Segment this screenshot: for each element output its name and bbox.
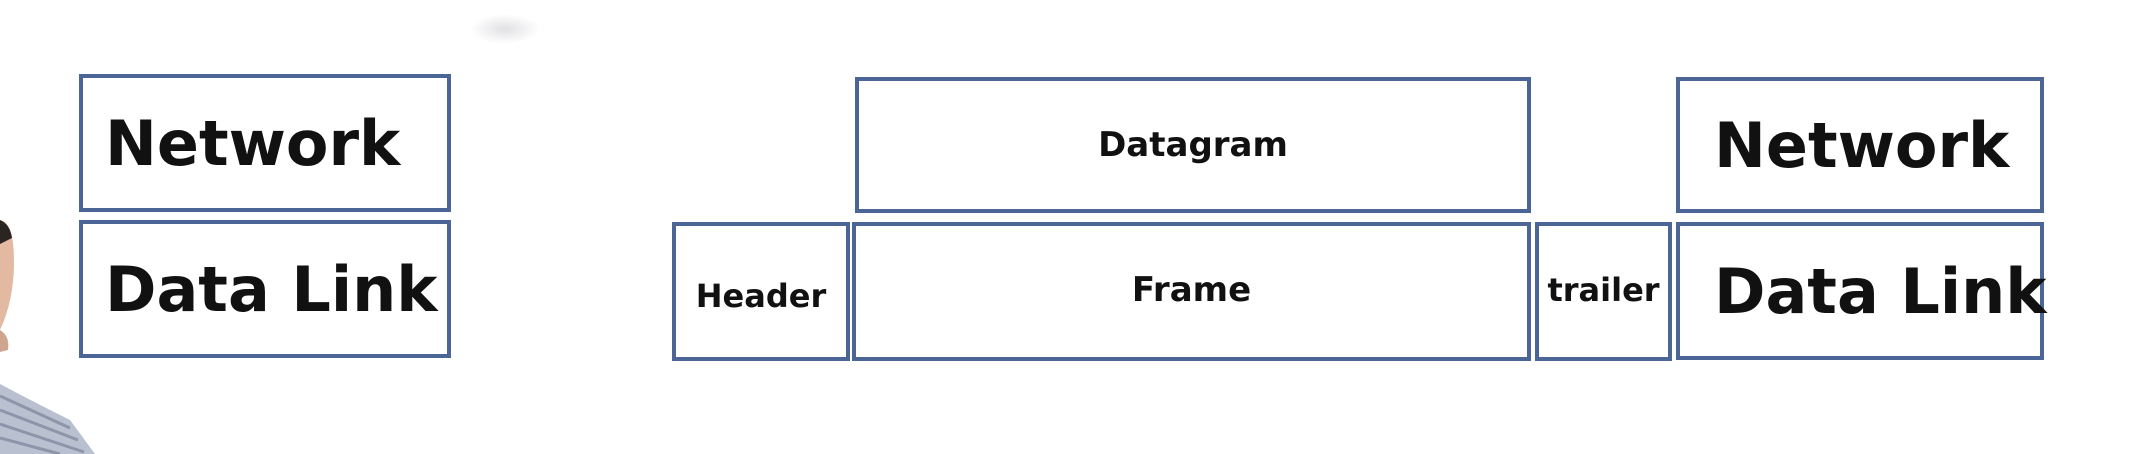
trailer-box: trailer (1535, 222, 1672, 361)
left-datalink-layer-box: Data Link (79, 220, 451, 358)
left-network-label: Network (105, 106, 401, 180)
datagram-box: Datagram (855, 77, 1531, 213)
presenter-image (0, 220, 95, 454)
trailer-label: trailer (1547, 270, 1660, 309)
header-label: Header (695, 276, 827, 315)
right-datalink-layer-box: Data Link (1676, 222, 2047, 360)
frame-box: Frame (852, 222, 1531, 361)
left-datalink-label: Data Link (105, 252, 438, 326)
datagram-label: Datagram (1098, 125, 1288, 165)
header-box: Header (672, 222, 850, 361)
left-network-layer-box: Network (79, 74, 451, 212)
right-datalink-label: Data Link (1714, 254, 2047, 328)
right-network-label: Network (1714, 108, 2010, 182)
background-smudge (470, 14, 540, 44)
right-network-layer-box: Network (1676, 77, 2044, 213)
frame-label: Frame (1131, 270, 1252, 310)
